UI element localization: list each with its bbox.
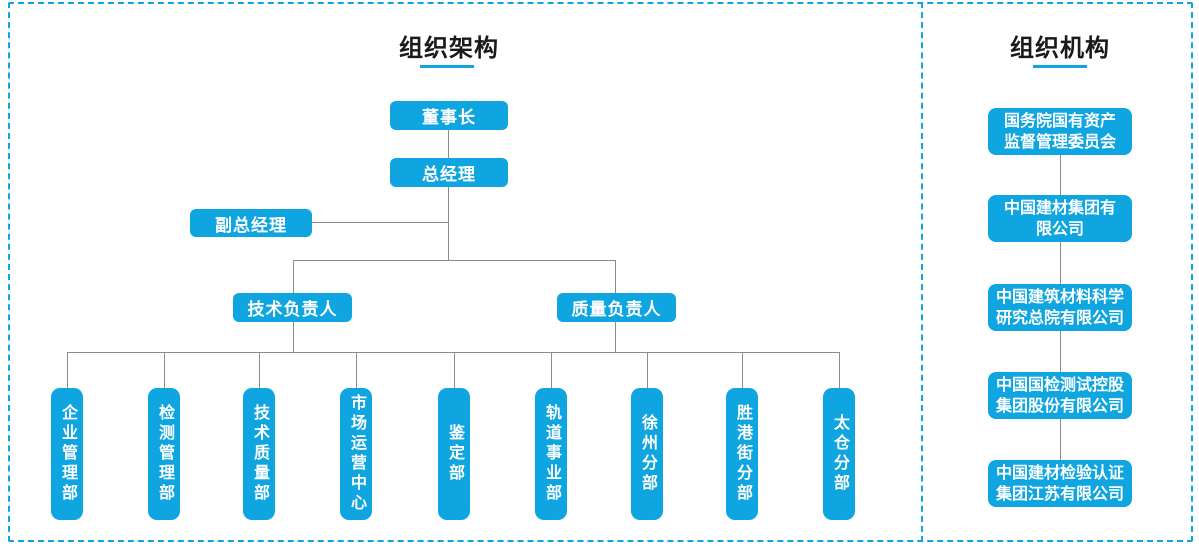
org-cnbm-group: 中国建材集团有 限公司 bbox=[988, 195, 1132, 242]
dept-appraisal: 鉴定部 bbox=[438, 388, 470, 520]
dept-market-operations: 市场运营中心 bbox=[340, 388, 372, 520]
dept-taicang-branch: 太仓分部 bbox=[823, 388, 855, 520]
org-structure-title: 组织机构 bbox=[1010, 35, 1110, 62]
dept-rail-business: 轨道事业部 bbox=[535, 388, 567, 520]
connector-bus bbox=[67, 352, 839, 353]
connector-quality-up bbox=[615, 260, 616, 293]
connector-drop-5 bbox=[454, 352, 455, 388]
org-jiangsu-certification: 中国建材检验认证 集团江苏有限公司 bbox=[988, 460, 1132, 507]
node-chairman: 董事长 bbox=[390, 101, 508, 130]
org-chart-title-underline bbox=[420, 65, 474, 68]
org-building-materials-academy: 中国建筑材料科学 研究总院有限公司 bbox=[988, 284, 1132, 331]
connector-drop-4 bbox=[356, 352, 357, 388]
org-line: 中国建材检验认证 bbox=[995, 464, 1124, 482]
node-quality-lead: 质量负责人 bbox=[557, 293, 676, 322]
connector-drop-3 bbox=[259, 352, 260, 388]
connector-deputy bbox=[312, 222, 449, 223]
org-line: 中国建材集团有 bbox=[1003, 199, 1116, 217]
org-line: 研究总院有限公司 bbox=[995, 309, 1124, 327]
org-line: 监督管理委员会 bbox=[1003, 133, 1116, 151]
connector-quality-down bbox=[615, 322, 616, 352]
node-technical-lead: 技术负责人 bbox=[233, 293, 352, 322]
org-line: 国务院国有资产 bbox=[1003, 112, 1116, 130]
connector-drop-9 bbox=[839, 352, 840, 388]
org-connector-4 bbox=[1060, 419, 1061, 460]
dept-shenggangjie-branch: 胜港街分部 bbox=[726, 388, 758, 520]
org-connector-3 bbox=[1060, 331, 1061, 372]
panel-divider bbox=[921, 2, 923, 542]
dept-enterprise-management: 企业管理部 bbox=[51, 388, 83, 520]
org-sasac: 国务院国有资产 监督管理委员会 bbox=[988, 108, 1132, 155]
org-line: 中国建筑材料科学 bbox=[995, 288, 1124, 306]
org-line: 中国国检测试控股 bbox=[995, 376, 1124, 394]
org-chart-title: 组织架构 bbox=[399, 35, 499, 62]
connector-gm-split bbox=[448, 187, 449, 260]
org-line: 限公司 bbox=[1035, 220, 1084, 238]
org-structure-title-underline bbox=[1033, 65, 1087, 68]
connector-drop-7 bbox=[647, 352, 648, 388]
connector-drop-8 bbox=[742, 352, 743, 388]
connector-tech-down bbox=[293, 322, 294, 352]
panel-border bbox=[8, 2, 1193, 542]
node-deputy-general-manager: 副总经理 bbox=[190, 209, 312, 237]
dept-xuzhou-branch: 徐州分部 bbox=[631, 388, 663, 520]
connector-drop-1 bbox=[67, 352, 68, 388]
connector-drop-2 bbox=[164, 352, 165, 388]
node-general-manager: 总经理 bbox=[390, 158, 508, 187]
org-line: 集团江苏有限公司 bbox=[995, 485, 1124, 503]
org-line: 集团股份有限公司 bbox=[995, 397, 1124, 415]
connector-split-horizontal bbox=[293, 260, 616, 261]
org-connector-1 bbox=[1060, 155, 1061, 195]
org-connector-2 bbox=[1060, 242, 1061, 284]
connector-drop-6 bbox=[551, 352, 552, 388]
connector-chairman-gm bbox=[448, 130, 449, 158]
connector-tech-up bbox=[293, 260, 294, 293]
dept-testing-management: 检测管理部 bbox=[148, 388, 180, 520]
dept-technical-quality: 技术质量部 bbox=[243, 388, 275, 520]
org-ctc-holding: 中国国检测试控股 集团股份有限公司 bbox=[988, 372, 1132, 419]
